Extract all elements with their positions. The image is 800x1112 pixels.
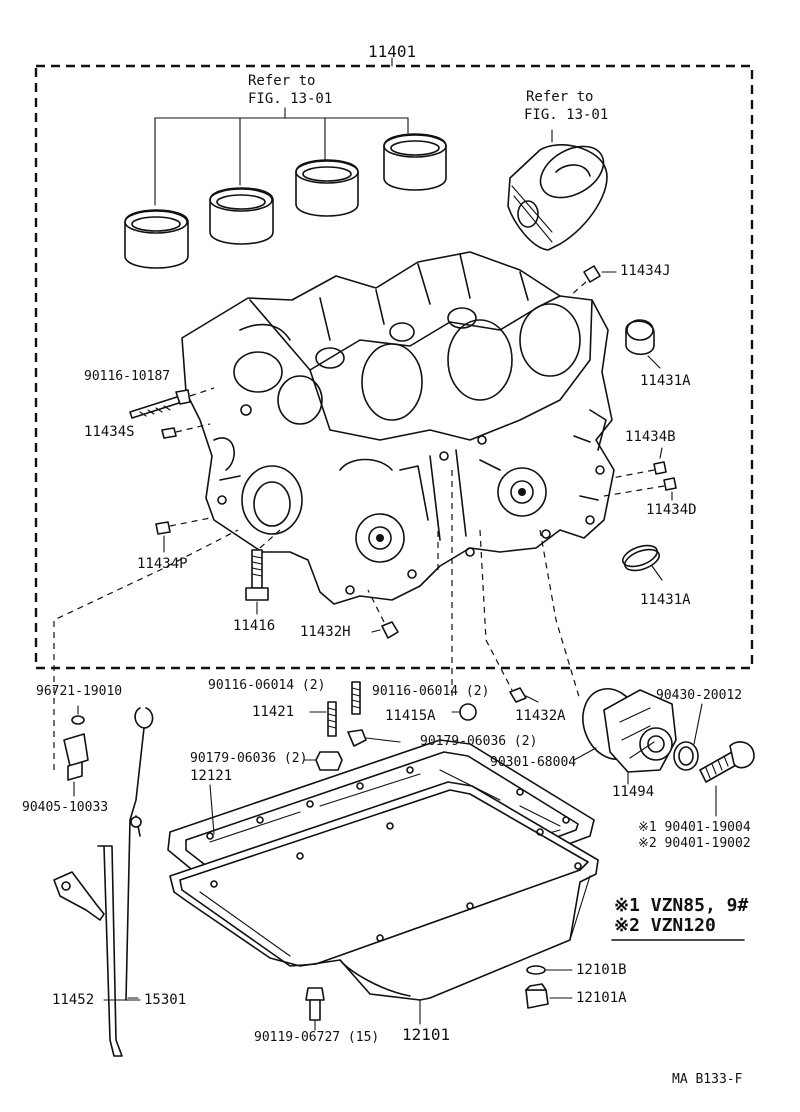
part-11434J	[569, 265, 617, 297]
label-11452: 11452	[52, 992, 95, 1008]
label-12101A: 12101A	[576, 990, 627, 1006]
part-11431A-bottom	[622, 544, 663, 581]
union-bolt-90401	[699, 741, 755, 817]
dipstick-15301	[125, 707, 154, 1001]
label-90119-06727: 90119-06727 (15)	[254, 1030, 380, 1045]
sensor-90405-10033	[63, 733, 89, 797]
oil-pan-12101	[169, 781, 599, 1025]
crank-bearing-3	[295, 159, 359, 217]
legend-line-2: ※2 VZN120	[614, 915, 716, 936]
label-90430-20012: 90430-20012	[656, 688, 743, 703]
dipstick-guide-11452	[53, 845, 123, 1057]
stud-90116-06014-right	[351, 681, 361, 715]
label-11434B: 11434B	[625, 429, 676, 445]
label-refer-bearings-1: Refer to	[248, 73, 316, 89]
gasket-12101B	[526, 965, 573, 975]
label-12101B: 12101B	[576, 962, 627, 978]
label-11431A-bottom: 11431A	[640, 592, 691, 608]
label-11434D: 11434D	[646, 502, 697, 518]
label-90116-10187: 90116-10187	[84, 369, 171, 384]
label-refer-piston-2: FIG. 13-01	[524, 107, 609, 123]
label-refer-bearings-2: FIG. 13-01	[248, 91, 333, 107]
nut-90179-06036-left	[303, 751, 343, 771]
legend-line-1: ※1 VZN85, 9#	[614, 895, 749, 916]
label-11494: 11494	[612, 784, 655, 800]
label-90301-68004: 90301-68004	[490, 755, 577, 770]
label-11432H: 11432H	[300, 624, 351, 640]
gasket-90430-20012	[673, 703, 703, 771]
label-11416: 11416	[233, 618, 276, 634]
crank-bearing-1	[124, 209, 189, 269]
label-96721-19010: 96721-19010	[36, 684, 123, 699]
bolt-90119-06727	[305, 987, 325, 1031]
oil-filter-bracket-11494	[573, 688, 677, 785]
label-90401-19002: ※2 90401-19002	[638, 836, 751, 851]
label-90179-06036-right: 90179-06036 (2)	[420, 734, 538, 749]
part-11434D	[603, 477, 677, 501]
label-90405-10033: 90405-10033	[22, 800, 109, 815]
label-11434P: 11434P	[137, 556, 188, 572]
part-96721-19010	[71, 705, 85, 725]
label-90116-06014-left: 90116-06014 (2)	[208, 678, 326, 693]
part-11432H	[367, 589, 399, 639]
crank-bearing-2	[209, 187, 274, 245]
bolt-11416	[245, 529, 281, 615]
label-90179-06036-left: 90179-06036 (2)	[190, 751, 308, 766]
crank-bearing-4	[383, 133, 447, 191]
label-11401: 11401	[368, 42, 417, 61]
plug-11432A	[509, 687, 539, 703]
part-11434S	[161, 423, 211, 439]
label-11415A: 11415A	[385, 708, 436, 724]
bearing-callout-lines	[154, 107, 409, 206]
label-refer-piston-1: Refer to	[526, 89, 594, 105]
part-11431A-top	[625, 319, 661, 369]
label-11421: 11421	[252, 704, 295, 720]
label-15301: 15301	[144, 992, 187, 1008]
label-12101: 12101	[402, 1025, 451, 1044]
label-11432A: 11432A	[515, 708, 566, 724]
bolt-90116-10187	[129, 387, 215, 419]
label-90401-19004: ※1 90401-19004	[638, 820, 751, 835]
label-11431A-top: 11431A	[640, 373, 691, 389]
label-90116-06014-right: 90116-06014 (2)	[372, 684, 490, 699]
part-11434P	[155, 517, 211, 553]
part-11434B	[611, 447, 667, 479]
engine-block	[181, 251, 615, 605]
piston	[507, 129, 608, 251]
nut-90179-06036-right	[347, 729, 401, 747]
plug-11415A	[451, 703, 477, 721]
label-12121: 12121	[190, 768, 233, 784]
plug-12101A	[525, 983, 573, 1009]
stud-11421	[309, 701, 337, 737]
label-11434S: 11434S	[84, 424, 135, 440]
diagram-code: MA B133-F	[672, 1072, 743, 1087]
label-11434J: 11434J	[620, 263, 671, 279]
